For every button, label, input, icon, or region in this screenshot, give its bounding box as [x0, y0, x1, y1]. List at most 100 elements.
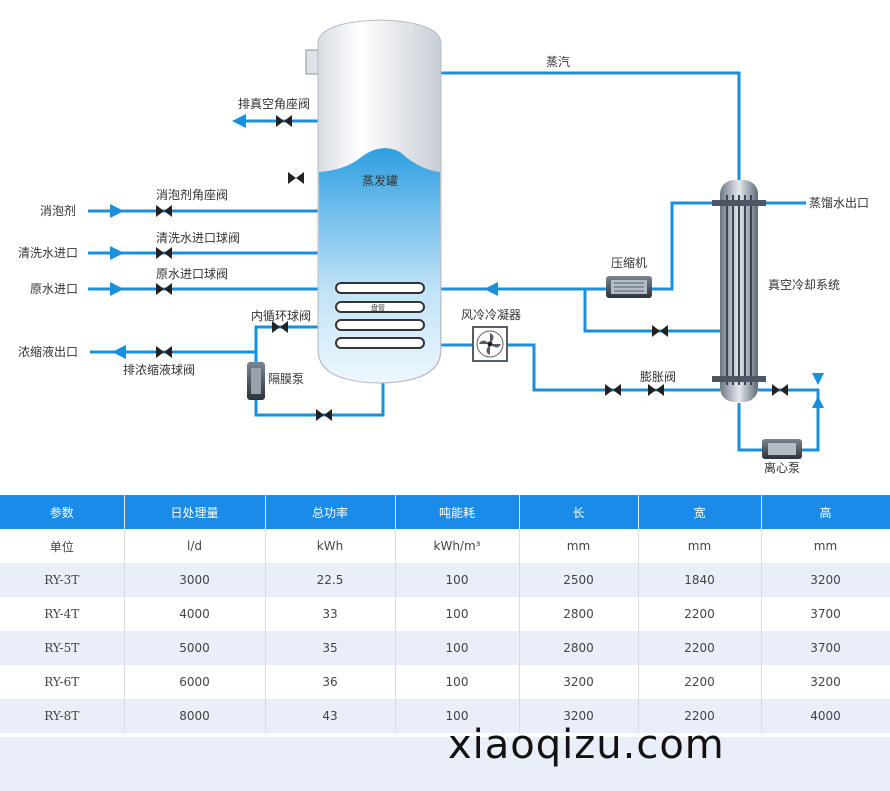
internal-loop-valve-icon — [272, 321, 288, 333]
concentrate-valve-icon — [156, 346, 172, 358]
header-energy-per-ton: 吨能耗 — [395, 495, 520, 529]
unit-row: 单位 l/d kWh kWh/m³ mm mm mm — [0, 529, 890, 563]
table-cell: RY-6T — [0, 665, 125, 699]
table-cell: 4000 — [124, 597, 266, 631]
table-cell: 3200 — [761, 665, 890, 699]
heating-coil — [335, 282, 425, 349]
loop-arrow-up — [812, 396, 824, 408]
table-cell: 4000 — [761, 699, 890, 733]
table-footer-band — [0, 737, 890, 791]
return-valve-icon — [316, 409, 332, 421]
concentrate-valve-label: 排浓缩液球阀 — [123, 362, 195, 377]
table-row: RY-6T 6000 36 100 3200 2200 3200 — [0, 665, 890, 699]
table-cell: 35 — [265, 631, 396, 665]
refrigerant-pipe — [441, 201, 820, 452]
table-cell: mm — [761, 529, 890, 563]
defoamer-label: 消泡剂 — [40, 203, 76, 218]
table-cell: 100 — [395, 597, 520, 631]
table-cell: RY-5T — [0, 631, 125, 665]
table-cell: 43 — [265, 699, 396, 733]
table-row: RY-8T 8000 43 100 3200 2200 4000 — [0, 699, 890, 733]
table-cell: RY-8T — [0, 699, 125, 733]
table-cell: 3700 — [761, 597, 890, 631]
table-cell: 2200 — [638, 665, 762, 699]
concentrate-arrow — [112, 345, 126, 359]
raw-water-valve-icon — [156, 283, 172, 295]
refrigerant-arrow — [484, 282, 498, 296]
air-condenser-label: 风冷冷凝器 — [461, 307, 521, 322]
heat-exchanger-icon — [712, 180, 766, 402]
table-header-row: 参数 日处理量 总功率 吨能耗 长 宽 高 — [0, 495, 890, 529]
diaphragm-pump-icon — [247, 362, 265, 400]
table-cell: 3000 — [124, 563, 266, 597]
header-height: 高 — [761, 495, 890, 529]
coil-label: 盘管 — [371, 303, 385, 312]
air-condenser-fan-icon — [472, 326, 508, 362]
table-cell: 2500 — [519, 563, 639, 597]
table-cell: l/d — [124, 529, 266, 563]
header-length: 长 — [519, 495, 639, 529]
table-cell: 100 — [395, 563, 520, 597]
table-cell: 2200 — [638, 699, 762, 733]
distilled-out-label: 蒸馏水出口 — [809, 196, 869, 210]
table-cell: 100 — [395, 665, 520, 699]
defoamer-valve-icon — [156, 205, 172, 217]
table-cell: 5000 — [124, 631, 266, 665]
expansion-valve-icon — [605, 384, 664, 396]
table-cell: 3200 — [519, 665, 639, 699]
clean-water-label: 清洗水进口 — [18, 246, 78, 260]
steam-pipe — [441, 71, 741, 180]
defoamer-valve-label: 消泡剂角座阀 — [156, 187, 228, 202]
table-cell: mm — [519, 529, 639, 563]
table-cell: kWh/m³ — [395, 529, 520, 563]
compressor-icon — [606, 276, 652, 298]
table-cell: RY-4T — [0, 597, 125, 631]
table-cell: 2200 — [638, 631, 762, 665]
table-cell: 100 — [395, 631, 520, 665]
process-flow-diagram: 蒸汽 排真空角座阀 蒸发罐 消泡剂 消泡剂角座阀 清洗水进口 清洗水进口球阀 原… — [18, 19, 869, 475]
table-cell: kWh — [265, 529, 396, 563]
watermark-text: xiaoqizu.com — [448, 722, 725, 768]
bypass-valve-icon — [652, 325, 668, 337]
clean-water-valve-icon — [156, 247, 172, 259]
vacuum-arrow — [232, 114, 246, 128]
hx-valve-icon — [772, 384, 788, 396]
table-cell: mm — [638, 529, 762, 563]
table-cell: 2800 — [519, 631, 639, 665]
header-width: 宽 — [638, 495, 762, 529]
table-cell: 22.5 — [265, 563, 396, 597]
table-cell: 2200 — [638, 597, 762, 631]
internal-loop-valve-label: 内循环球阀 — [251, 309, 311, 323]
header-param: 参数 — [0, 495, 125, 529]
table-row: RY-5T 5000 35 100 2800 2200 3700 — [0, 631, 890, 665]
table-cell: 100 — [395, 699, 520, 733]
header-daily-capacity: 日处理量 — [124, 495, 266, 529]
table-cell: 3200 — [519, 699, 639, 733]
spec-table: 参数 日处理量 总功率 吨能耗 长 宽 高 单位 l/d kWh kWh/m³ … — [0, 495, 890, 733]
table-cell: 2800 — [519, 597, 639, 631]
vacuum-valve-icon — [276, 115, 292, 127]
table-cell: 36 — [265, 665, 396, 699]
table-cell: 1840 — [638, 563, 762, 597]
expansion-valve-label: 膨胀阀 — [640, 370, 676, 384]
concentrate-label: 浓缩液出口 — [18, 344, 78, 359]
table-row: RY-3T 3000 22.5 100 2500 1840 3200 — [0, 563, 890, 597]
centrifugal-pump-label: 离心泵 — [764, 460, 800, 475]
raw-water-arrow — [110, 282, 124, 296]
raw-water-valve-label: 原水进口球阀 — [156, 267, 228, 281]
clean-water-arrow — [110, 246, 124, 260]
compressor-label: 压缩机 — [611, 255, 647, 270]
table-cell: 3700 — [761, 631, 890, 665]
vent-valve-icon — [288, 172, 304, 184]
table-cell: 33 — [265, 597, 396, 631]
loop-arrow-down — [812, 373, 824, 385]
defoamer-arrow — [110, 204, 124, 218]
table-cell: 8000 — [124, 699, 266, 733]
steam-label: 蒸汽 — [546, 54, 570, 69]
evaporator-label: 蒸发罐 — [362, 173, 398, 188]
table-cell: 3200 — [761, 563, 890, 597]
vacuum-cooling-label: 真空冷却系统 — [768, 278, 840, 292]
table-row: RY-4T 4000 33 100 2800 2200 3700 — [0, 597, 890, 631]
raw-water-label: 原水进口 — [30, 282, 78, 296]
clean-water-valve-label: 清洗水进口球阀 — [156, 231, 240, 245]
